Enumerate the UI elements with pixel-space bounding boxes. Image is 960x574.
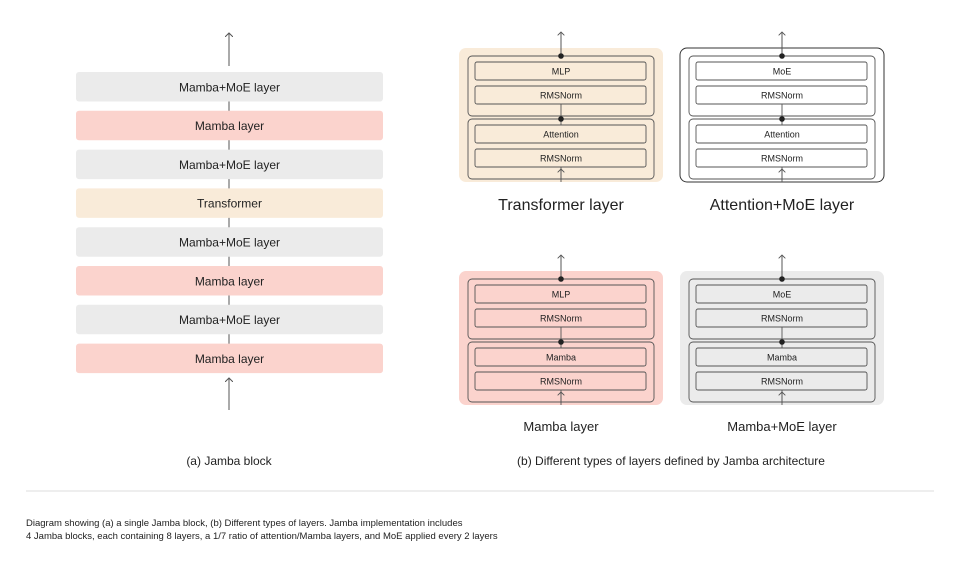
- module-label: Attention: [764, 129, 800, 139]
- module-box: [695, 61, 868, 81]
- module-moe: MoE: [695, 284, 868, 304]
- jamba-layer-box: [76, 149, 383, 180]
- jamba-layer-mamba-moe-layer: Mamba+MoE layer: [76, 227, 383, 257]
- jamba-layer-box: [76, 227, 383, 257]
- module-label: Mamba: [546, 352, 576, 362]
- jamba-layer-label: Mamba+MoE layer: [179, 235, 280, 249]
- layer-type-title: Mamba+MoE layer: [727, 419, 837, 434]
- residual-add-dot: [558, 53, 564, 59]
- module-box: [474, 308, 647, 328]
- jamba-layer-box: [76, 72, 383, 102]
- module-attention: Attention: [695, 124, 868, 144]
- module-rmsnorm: RMSNorm: [695, 85, 868, 105]
- module-label: RMSNorm: [761, 90, 803, 100]
- module-label: MLP: [552, 289, 571, 299]
- module-rmsnorm: RMSNorm: [695, 148, 868, 168]
- module-mlp: MLP: [474, 61, 647, 81]
- module-attention: Attention: [474, 124, 647, 144]
- module-label: MoE: [773, 289, 792, 299]
- jamba-layer-mamba-layer: Mamba layer: [76, 110, 383, 141]
- footer-line-1: Diagram showing (a) a single Jamba block…: [26, 518, 463, 529]
- jamba-layer-label: Mamba+MoE layer: [179, 80, 280, 94]
- jamba-layer-label: Mamba layer: [195, 352, 264, 366]
- jamba-block-caption: (a) Jamba block: [186, 454, 272, 468]
- module-label: RMSNorm: [761, 376, 803, 386]
- residual-add-dot: [558, 339, 564, 345]
- module-box: [695, 347, 868, 367]
- module-label: MoE: [773, 66, 792, 76]
- jamba-layer-mamba-layer: Mamba layer: [76, 343, 383, 374]
- jamba-layer-box: [76, 304, 383, 335]
- residual-add-dot: [558, 276, 564, 282]
- jamba-layer-box: [76, 343, 383, 374]
- module-rmsnorm: RMSNorm: [474, 148, 647, 168]
- module-box: [474, 284, 647, 304]
- module-mamba: Mamba: [695, 347, 868, 367]
- module-rmsnorm: RMSNorm: [695, 371, 868, 391]
- layer-type-attention-moe-layer: MoERMSNormAttentionRMSNormAttention+MoE …: [679, 32, 885, 214]
- layer-types-caption: (b) Different types of layers defined by…: [517, 454, 825, 468]
- jamba-layer-mamba-moe-layer: Mamba+MoE layer: [76, 72, 383, 102]
- jamba-layer-label: Mamba+MoE layer: [179, 158, 280, 172]
- footer-line-2: 4 Jamba blocks, each containing 8 layers…: [26, 531, 498, 542]
- residual-add-dot: [779, 116, 785, 122]
- residual-add-dot: [558, 116, 564, 122]
- module-rmsnorm: RMSNorm: [474, 371, 647, 391]
- module-box: [474, 347, 647, 367]
- module-label: RMSNorm: [540, 313, 582, 323]
- jamba-layer-label: Transformer: [197, 197, 262, 211]
- module-label: RMSNorm: [761, 153, 803, 163]
- jamba-layer-mamba-moe-layer: Mamba+MoE layer: [76, 149, 383, 180]
- jamba-layer-mamba-layer: Mamba layer: [76, 266, 383, 296]
- module-box: [474, 61, 647, 81]
- module-mamba: Mamba: [474, 347, 647, 367]
- jamba-layer-label: Mamba+MoE layer: [179, 313, 280, 327]
- module-label: RMSNorm: [540, 153, 582, 163]
- module-label: RMSNorm: [761, 313, 803, 323]
- residual-add-dot: [779, 53, 785, 59]
- module-label: MLP: [552, 66, 571, 76]
- jamba-layer-label: Mamba layer: [195, 119, 264, 133]
- jamba-layer-mamba-moe-layer: Mamba+MoE layer: [76, 304, 383, 335]
- jamba-layer-label: Mamba layer: [195, 274, 264, 288]
- residual-add-dot: [779, 276, 785, 282]
- module-box: [474, 85, 647, 105]
- jamba-layer-transformer: Transformer: [76, 188, 383, 218]
- module-rmsnorm: RMSNorm: [474, 308, 647, 328]
- module-box: [695, 148, 868, 168]
- module-box: [695, 284, 868, 304]
- module-rmsnorm: RMSNorm: [474, 85, 647, 105]
- module-box: [474, 124, 647, 144]
- module-box: [695, 124, 868, 144]
- module-box: [695, 85, 868, 105]
- module-label: RMSNorm: [540, 376, 582, 386]
- layer-type-title: Mamba layer: [523, 419, 599, 434]
- module-label: Attention: [543, 129, 579, 139]
- residual-add-dot: [779, 339, 785, 345]
- module-box: [695, 308, 868, 328]
- module-label: Mamba: [767, 352, 797, 362]
- module-box: [474, 148, 647, 168]
- module-label: RMSNorm: [540, 90, 582, 100]
- module-box: [695, 371, 868, 391]
- jamba-layer-box: [76, 110, 383, 141]
- module-mlp: MLP: [474, 284, 647, 304]
- module-rmsnorm: RMSNorm: [695, 308, 868, 328]
- jamba-layer-box: [76, 266, 383, 296]
- module-box: [474, 371, 647, 391]
- layer-type-title: Transformer layer: [498, 197, 624, 214]
- jamba-layer-box: [76, 188, 383, 218]
- module-moe: MoE: [695, 61, 868, 81]
- layer-type-title: Attention+MoE layer: [710, 197, 855, 214]
